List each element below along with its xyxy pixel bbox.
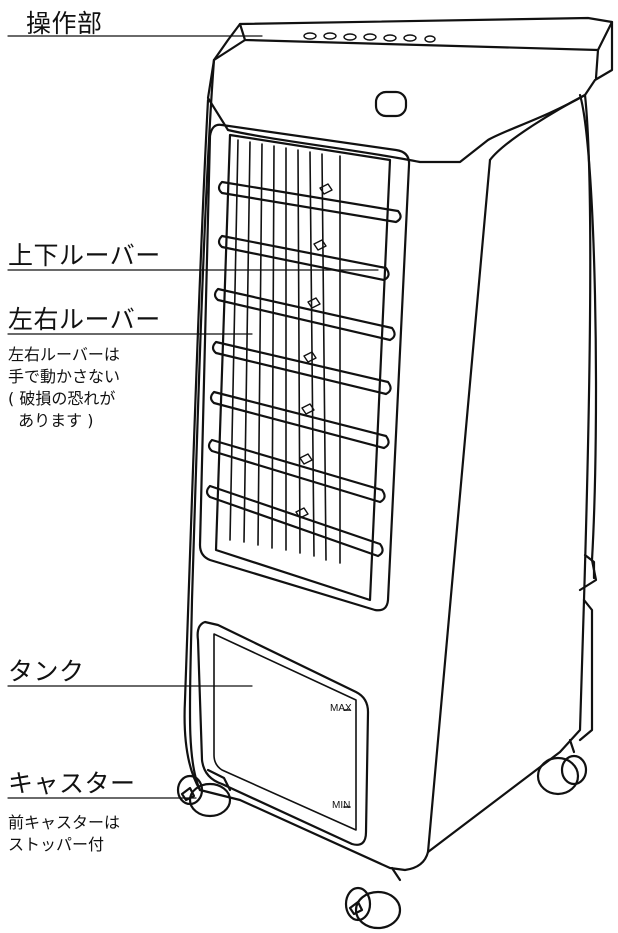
caster-label: キャスター: [8, 769, 136, 798]
tank-window: [213, 633, 357, 831]
caster-note-line: 前キャスターは: [8, 813, 121, 832]
horizontal-louver-label: 左右ルーバー: [8, 305, 161, 334]
body-side: [426, 93, 592, 854]
leader-lines: [7, 35, 379, 799]
louver-clips: [295, 183, 333, 519]
louver-note-line: ( 破損の恐れが: [8, 389, 116, 408]
louver-note-line: 手で動かさない: [8, 367, 121, 386]
front-left-caster: [176, 768, 232, 818]
tank-min-mark: MIN: [332, 800, 350, 811]
rear-body-edge: [578, 93, 598, 592]
control-buttons: [303, 32, 436, 43]
body-front: [188, 58, 492, 872]
caster-note-line: ストッパー付: [8, 835, 105, 854]
vertical-louver-label: 上下ルーバー: [8, 241, 161, 270]
front-right-caster: [344, 866, 402, 930]
tank-label: タンク: [8, 657, 85, 686]
control-panel-label: 操作部: [26, 9, 103, 38]
louver-frame-outer: [198, 123, 411, 612]
caster-note: 前キャスターは ストッパー付: [8, 812, 120, 856]
vertical-bars: [229, 139, 341, 564]
louver-note-line: あります ): [8, 411, 94, 430]
louver-note-line: 左右ルーバーは: [8, 345, 120, 364]
tank-outer: [196, 620, 370, 846]
display-window: [374, 90, 408, 118]
tank-max-mark: MAX: [330, 703, 352, 714]
louver-frame-inner: [214, 133, 392, 602]
horizontal-louvers: [205, 180, 402, 558]
louver-note: 左右ルーバーは 手で動かさない ( 破損の恐れが あります ): [8, 344, 120, 432]
rear-caster: [536, 738, 588, 796]
